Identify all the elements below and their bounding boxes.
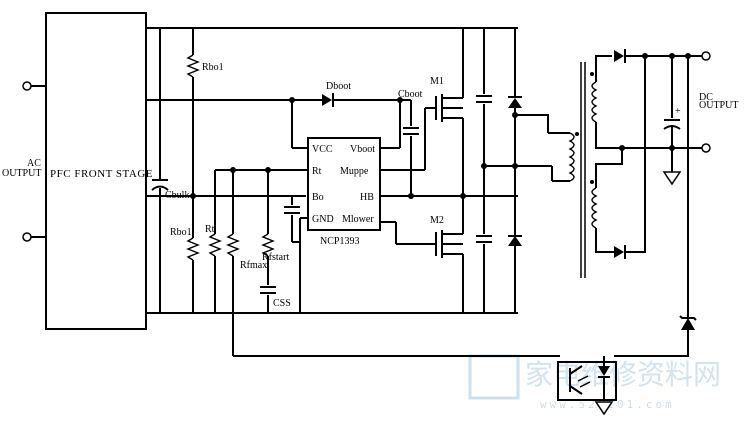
cboot-capacitor: Cboot [398,89,423,196]
m2-mosfet: M2 [430,196,464,313]
dc-output-port: DC OUTPUT [699,51,738,153]
watermark: 家电维修资料网 www.520101.com [468,354,721,411]
rbo1-top-label: Rbo1 [202,62,224,73]
watermark-main: 家电维修资料网 [525,358,721,391]
watermark-logo [468,354,520,400]
pfc-front-stage-block: PFC FRONT STAGE [45,12,153,330]
rfstart-resistor: Rfstart [261,170,289,285]
m1-label: M1 [430,76,444,87]
pin-muppe: Muppe [340,166,369,177]
rfstart-label: Rfstart [262,252,289,263]
ac-output-label-bottom: OUTPUT [2,168,41,179]
pin-hb: HB [360,192,374,203]
dc-terminal-top [701,51,711,61]
output-cap-polarity: + [675,106,681,117]
transformer-core [580,62,586,278]
rt-label: Rt [205,224,215,235]
pin-vboot: Vboot [350,144,375,155]
pin-vcc: VCC [312,144,333,155]
optocoupler [557,356,617,416]
rfmax-label: Rfmax [240,260,267,271]
ac-terminal-top [22,81,32,91]
transformer-primary [548,132,579,182]
ac-terminal-bottom [22,232,32,242]
output-rectifiers [614,49,700,259]
pin-mlower: Mlower [342,214,374,225]
pin-gnd: GND [312,214,334,225]
m1-mosfet: M1 [430,28,464,196]
pin-rt: Rt [312,166,322,177]
css-capacitor: CSS [260,286,291,313]
ac-output-port: AC OUTPUT [2,81,46,242]
opto-ground-symbol [594,401,614,416]
ic-name-label: NCP1393 [320,236,359,247]
css-label: CSS [273,298,291,309]
dboot-label: Dboot [326,81,351,92]
rbo1-bottom-label: Rbo1 [170,227,192,238]
main-rails [146,27,518,314]
rbo1-top-resistor: Rbo1 [186,28,224,196]
clamp-diodes [508,28,522,313]
zener-diode [681,318,695,330]
resonant-capacitors [476,28,492,313]
pin-bo: Bo [312,192,324,203]
dc-output-label-top: DC [699,92,713,103]
ncp1393-ic: VCC Vboot Rt Muppe Bo HB GND Mlower NCP1… [307,137,381,247]
feedback-path [233,53,697,357]
cbulk-capacitor: Cbulk [151,179,189,201]
dc-output-label-bottom: OUTPUT [699,100,738,111]
m2-label: M2 [430,215,444,226]
ground-symbol [662,171,682,186]
cboot-label: Cboot [398,89,423,100]
rfmax-resistor: Rfmax [226,170,267,356]
bo-filter-capacitor [284,196,300,243]
dc-terminal-bottom [701,143,711,153]
ac-output-label-top: AC [27,158,41,169]
output-capacitor: + [662,53,682,186]
rbo1-bottom-resistor: Rbo1 [170,196,200,313]
pfc-front-stage-label: PFC FRONT STAGE [50,168,153,180]
